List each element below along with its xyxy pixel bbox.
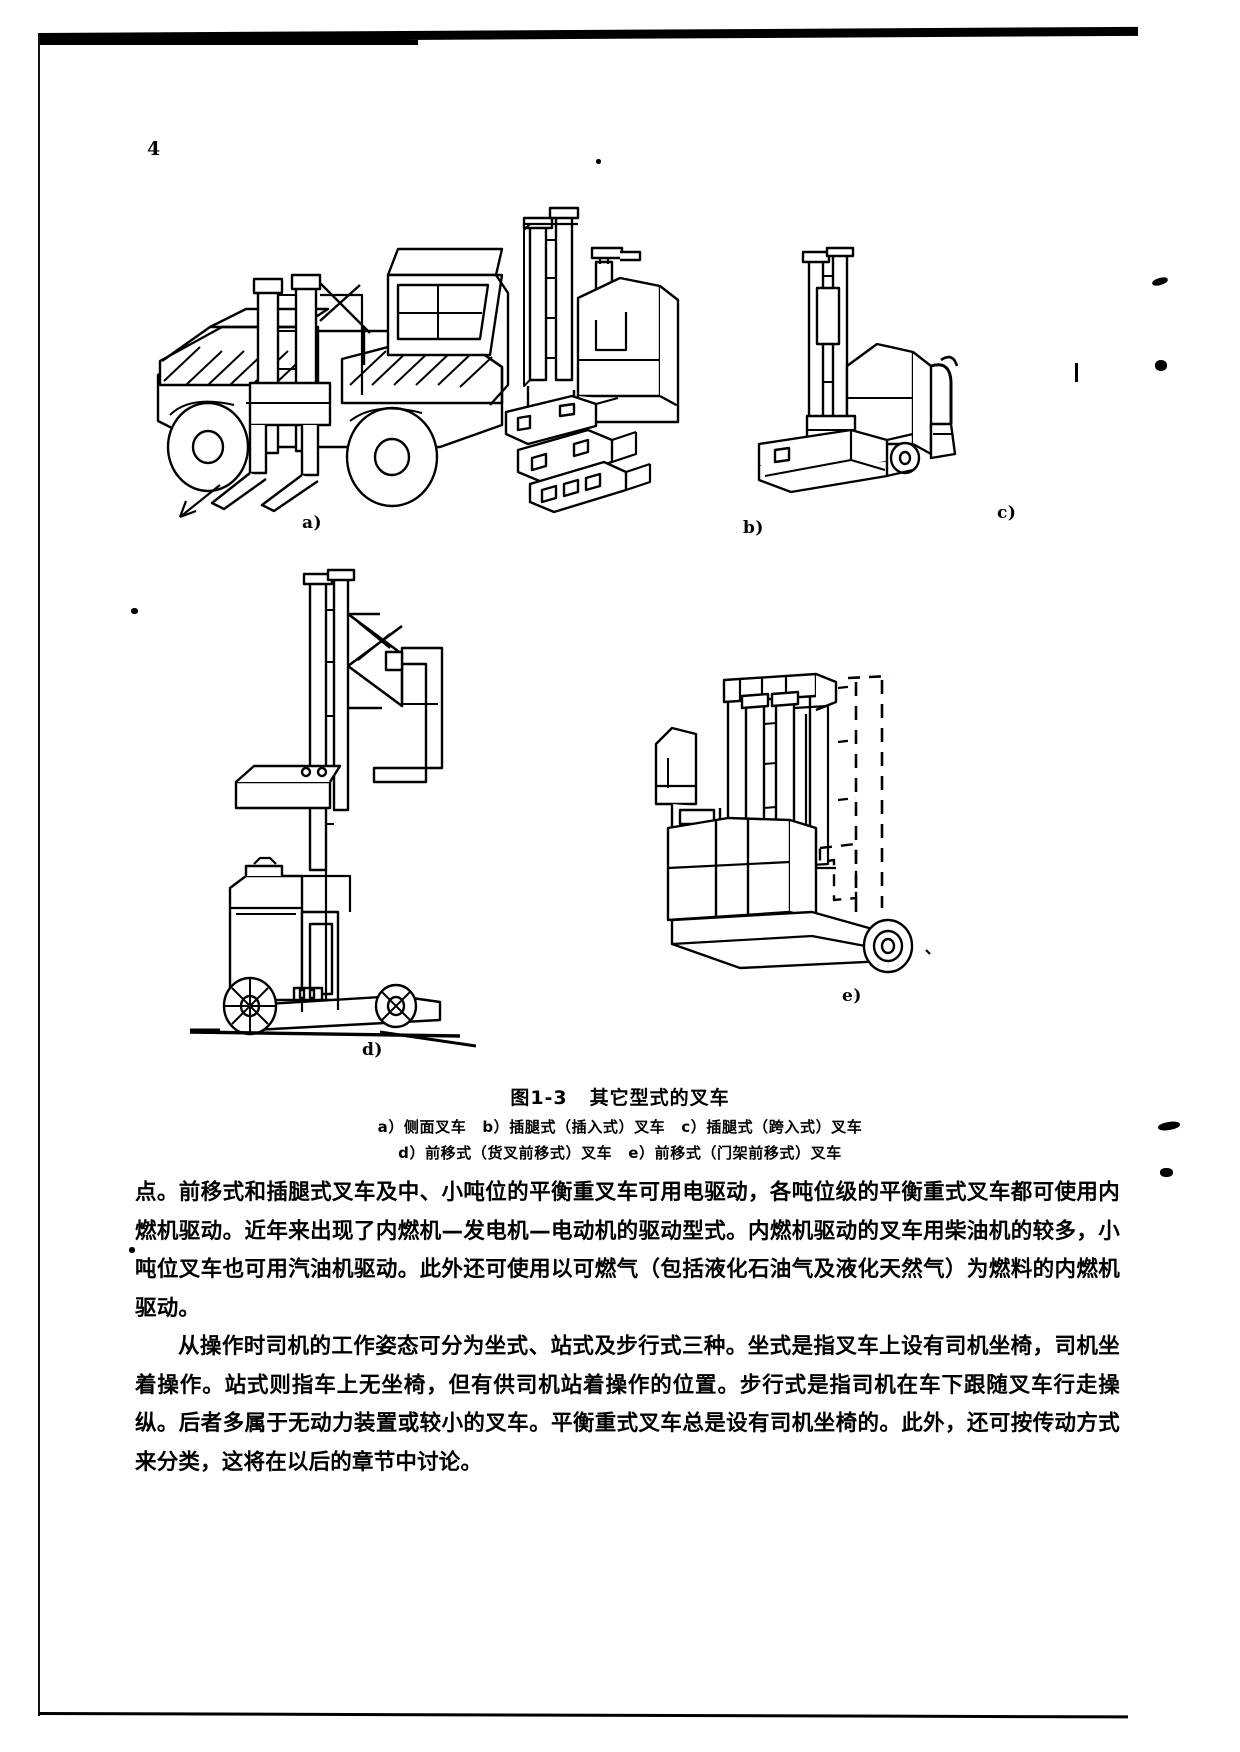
- figure-title: 其它型式的叉车: [589, 1087, 730, 1109]
- scan-speck: [1075, 363, 1078, 382]
- subcaption-b-text: 插腿式（插入式）叉车: [509, 1118, 666, 1136]
- scan-speck: [1160, 1168, 1173, 1177]
- figure-item-e-mast-reach-forklift: e): [620, 668, 950, 1006]
- scan-speck: [1151, 275, 1169, 288]
- scan-edge-bottom-artifact: [38, 1712, 1128, 1719]
- figure-caption: 图1-3 其它型式的叉车: [0, 1083, 1240, 1110]
- figure-number: 图1-3: [510, 1087, 568, 1109]
- scan-speck: [129, 1247, 135, 1253]
- figure-label-a: a): [302, 513, 323, 533]
- figure-item-c-stacker-forklift: c): [755, 246, 1016, 523]
- figure-item-a-side-loading-forklift: a): [150, 235, 510, 533]
- subcaption-a-text: 侧面叉车: [403, 1118, 467, 1136]
- body-paragraph-1: 点。前移式和插腿式叉车及中、小吨位的平衡重叉车可用电驱动，各吨位级的平衡重式叉车…: [135, 1180, 1120, 1321]
- subcaption-a-label: a）: [377, 1118, 404, 1136]
- page-number: 4: [147, 138, 161, 160]
- scan-edge-top-thick-artifact: [38, 40, 418, 45]
- scan-speck: [1155, 360, 1167, 371]
- figure-subcaption-line-1: a）侧面叉车 b）插腿式（插入式）叉车 c）插腿式（跨入式）叉车: [0, 1116, 1240, 1137]
- figure-1-3-illustrations: a): [130, 200, 1120, 1060]
- figure-item-b-straddle-forklift: b): [500, 200, 763, 538]
- subcaption-d-text: 前移式（货叉前移式）叉车: [425, 1144, 613, 1162]
- subcaption-e-label: e）: [628, 1144, 655, 1162]
- figure-label-e: e): [842, 986, 862, 1006]
- subcaption-d-label: d）: [398, 1144, 426, 1162]
- figure-label-d: d): [362, 1040, 383, 1060]
- figure-label-c: c): [997, 503, 1017, 523]
- figure-subcaption-line-2: d）前移式（货叉前移式）叉车 e）前移式（门架前移式）叉车: [0, 1142, 1240, 1163]
- subcaption-c-text: 插腿式（跨入式）叉车: [706, 1118, 863, 1136]
- scan-speck: [596, 159, 601, 164]
- subcaption-e-text: 前移式（门架前移式）叉车: [654, 1144, 842, 1162]
- subcaption-b-label: b）: [482, 1118, 510, 1136]
- figure-item-d-reach-forklift: d): [189, 568, 550, 1060]
- scan-edge-left-artifact: [38, 36, 40, 1716]
- subcaption-c-label: c）: [681, 1118, 707, 1136]
- body-text-block: 点。前移式和插腿式叉车及中、小吨位的平衡重叉车可用电驱动，各吨位级的平衡重式叉车…: [135, 1174, 1120, 1482]
- body-paragraph-2: 从操作时司机的工作姿态可分为坐式、站式及步行式三种。坐式是指叉车上设有司机坐椅，…: [135, 1334, 1120, 1475]
- scan-speck: [131, 608, 138, 614]
- figure-label-b: b): [743, 518, 764, 538]
